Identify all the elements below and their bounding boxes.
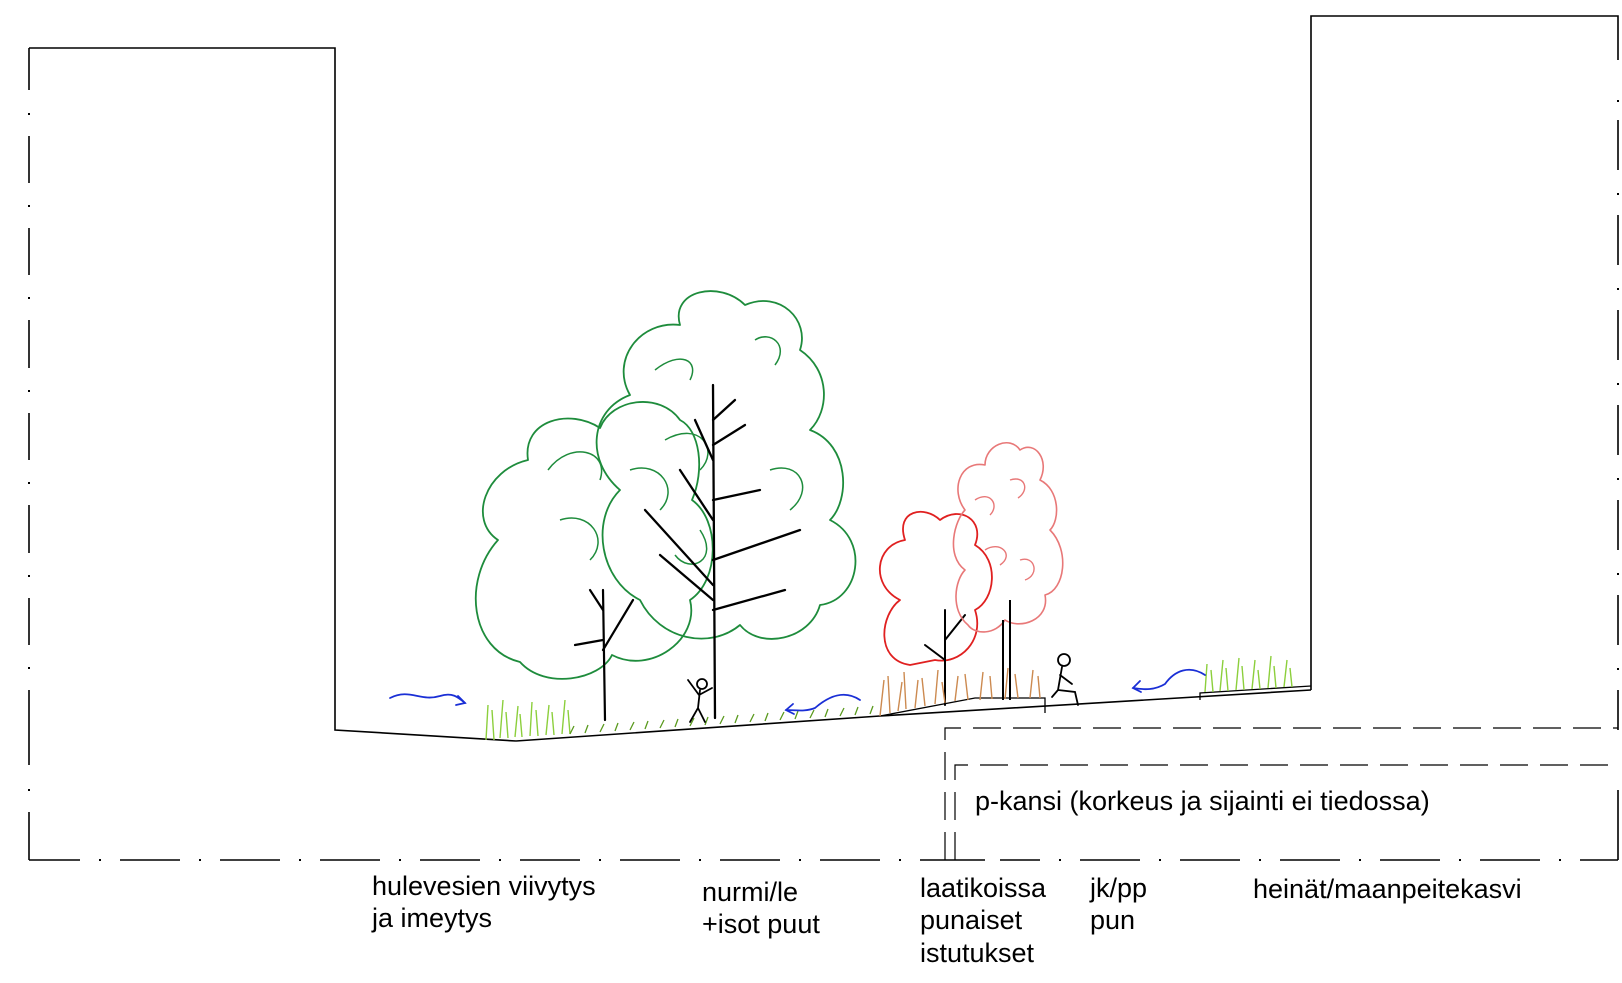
label-stormwater: hulevesien viivytys ja imeytys xyxy=(372,871,596,934)
arrow-icon xyxy=(389,693,466,704)
sitting-person xyxy=(1051,653,1079,706)
label-lawn: nurmi/le +isot puut xyxy=(702,877,820,940)
right-building xyxy=(1310,15,1619,860)
label-planters: laatikoissa punaiset istutukset xyxy=(920,873,1047,968)
parking-deck-label: p-kansi (korkeus ja sijainti ei tiedossa… xyxy=(975,786,1430,816)
arrow-icon xyxy=(455,695,467,706)
label-grasses: heinät/maanpeitekasvi xyxy=(1253,874,1522,904)
left-building xyxy=(28,47,517,860)
roof-grasses xyxy=(1204,655,1293,693)
planter-shrubs xyxy=(879,667,1041,717)
raised-edge xyxy=(1199,685,1312,700)
green-tree-center xyxy=(595,290,857,720)
parking-deck xyxy=(944,727,1618,860)
lawn-grass xyxy=(569,705,874,735)
arrow-icon xyxy=(1132,668,1206,691)
arrow-icon xyxy=(785,693,861,712)
arrow-icon xyxy=(784,703,795,715)
arrow-icon xyxy=(1131,680,1142,693)
flow-arrows xyxy=(389,668,1206,715)
grass-swale xyxy=(485,699,571,741)
red-tree xyxy=(878,511,993,706)
green-tree-left xyxy=(474,401,714,722)
ground-line xyxy=(515,689,1312,742)
child-figure xyxy=(687,678,713,723)
label-path: jk/pp pun xyxy=(1090,873,1148,936)
pink-tree xyxy=(952,441,1064,700)
